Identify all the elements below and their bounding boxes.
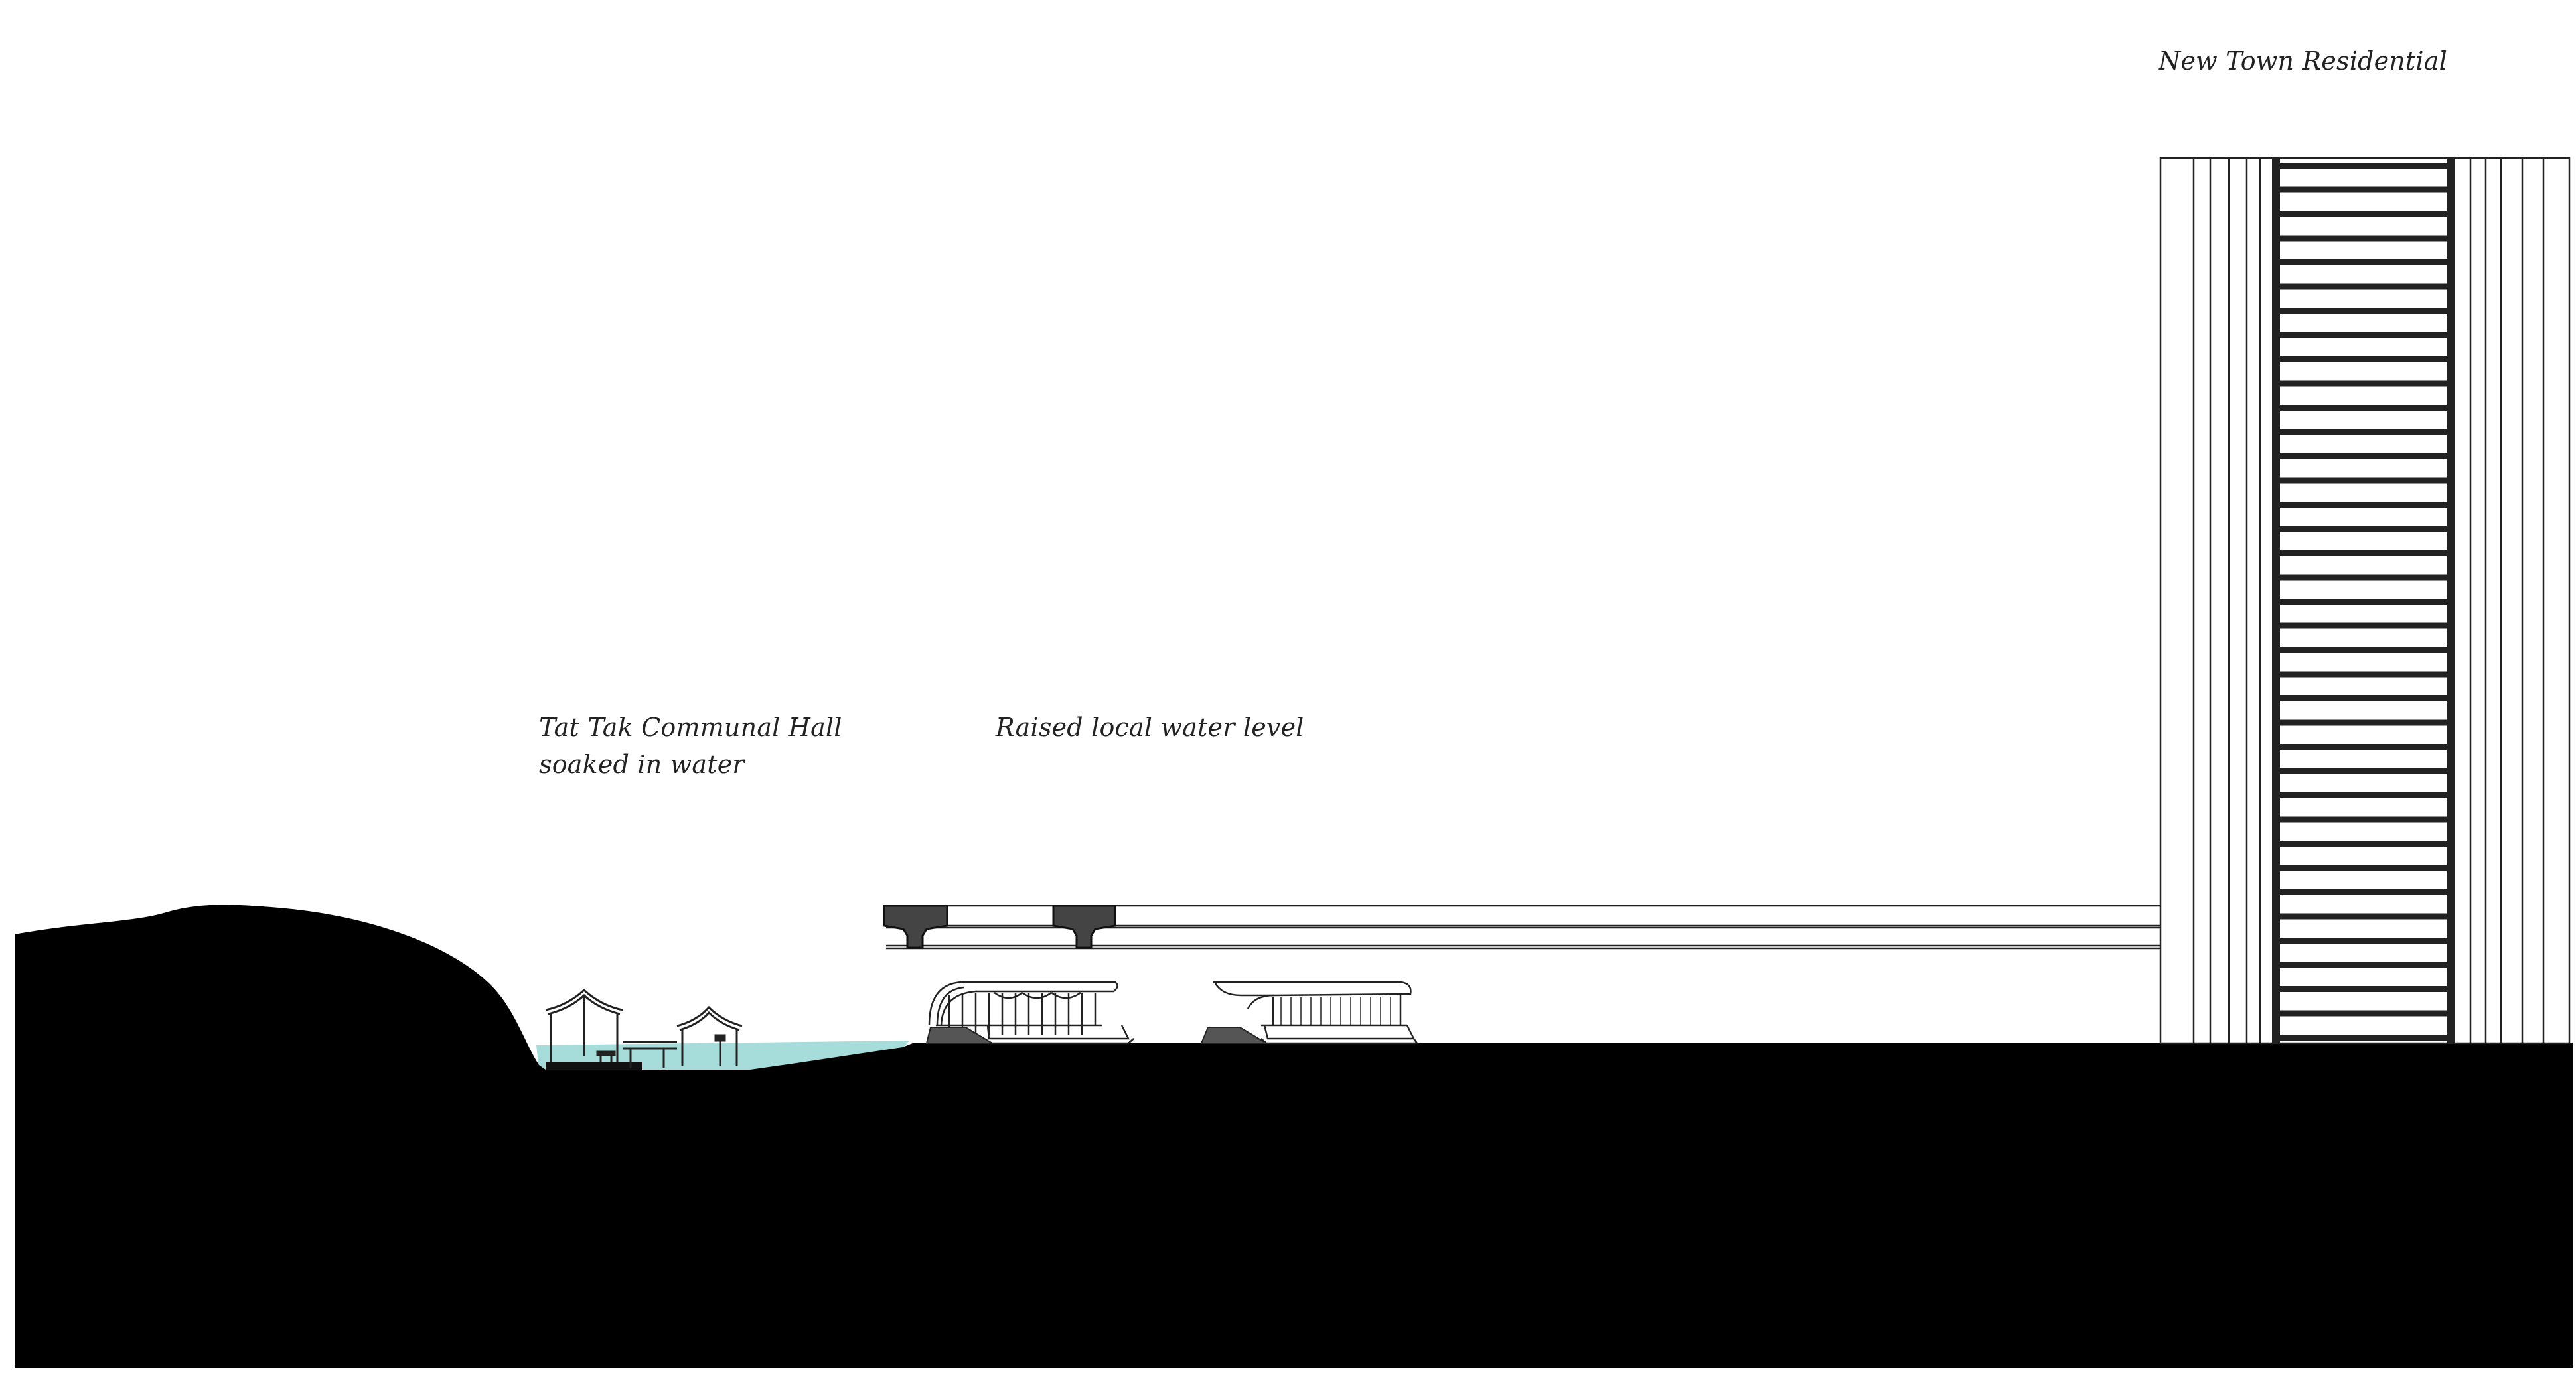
floor-slab [2280,938,2447,944]
tower-core-wall-left [2272,158,2280,1043]
tower-label: New Town Residential [2159,46,2447,76]
floor-slab [2280,356,2447,362]
floor-slab [2280,163,2447,169]
floor-slab [2280,259,2447,265]
floor-slab [2280,380,2447,387]
floor-slab [2280,550,2447,556]
floor-slab [2280,477,2447,484]
floor-slab [2280,283,2447,290]
communal-hall-label: Tat Tak Communal Hall soaked in water [539,709,842,783]
communal-hall-main [545,988,623,1067]
floor-slab [2280,889,2447,895]
floor-slab [2280,235,2447,242]
pavilion-2-stair [1200,1027,1269,1044]
floor-slab [2280,1010,2447,1017]
pier-cap-2 [1052,905,1116,949]
floor-slab [2280,453,2447,459]
hall-connector [623,1041,677,1068]
pavilion-1-stair [925,1027,995,1044]
floor-slab [2280,332,2447,338]
floor-slab [2280,841,2447,847]
communal-hall-base [546,1062,642,1071]
floor-slab [2280,599,2447,605]
floor-slab [2280,816,2447,823]
communal-hall-label-line2: soaked in water [539,750,745,779]
floor-slab [2280,405,2447,411]
floor-slab [2280,719,2447,726]
tower-core-wall-right [2447,158,2455,1043]
floor-slab [2280,792,2447,798]
floor-slab [2280,186,2447,193]
floor-slab [2280,865,2447,871]
communal-hall-annex [676,1005,743,1066]
floor-slab [2280,695,2447,701]
floor-slab [2280,986,2447,992]
floor-slab [2280,622,2447,629]
tower-floor-slabs [2280,163,2447,1041]
floor-slab [2280,211,2447,217]
communal-hall-label-line1: Tat Tak Communal Hall [539,713,842,742]
water-level-label: Raised local water level [996,713,1304,742]
floor-slab [2280,913,2447,920]
floor-slab [2280,962,2447,968]
floor-slab [2280,768,2447,774]
floor-slab [2280,308,2447,314]
floor-slab [2280,429,2447,435]
floor-slab [2280,671,2447,678]
floor-slab [2280,526,2447,532]
floor-slab [2280,744,2447,750]
floor-slab [2280,502,2447,508]
ground-section [15,905,2573,1368]
pier-cap-1 [883,905,948,949]
floor-slab [2280,574,2447,581]
floor-slab [2280,1035,2447,1041]
floor-slab [2280,647,2447,653]
